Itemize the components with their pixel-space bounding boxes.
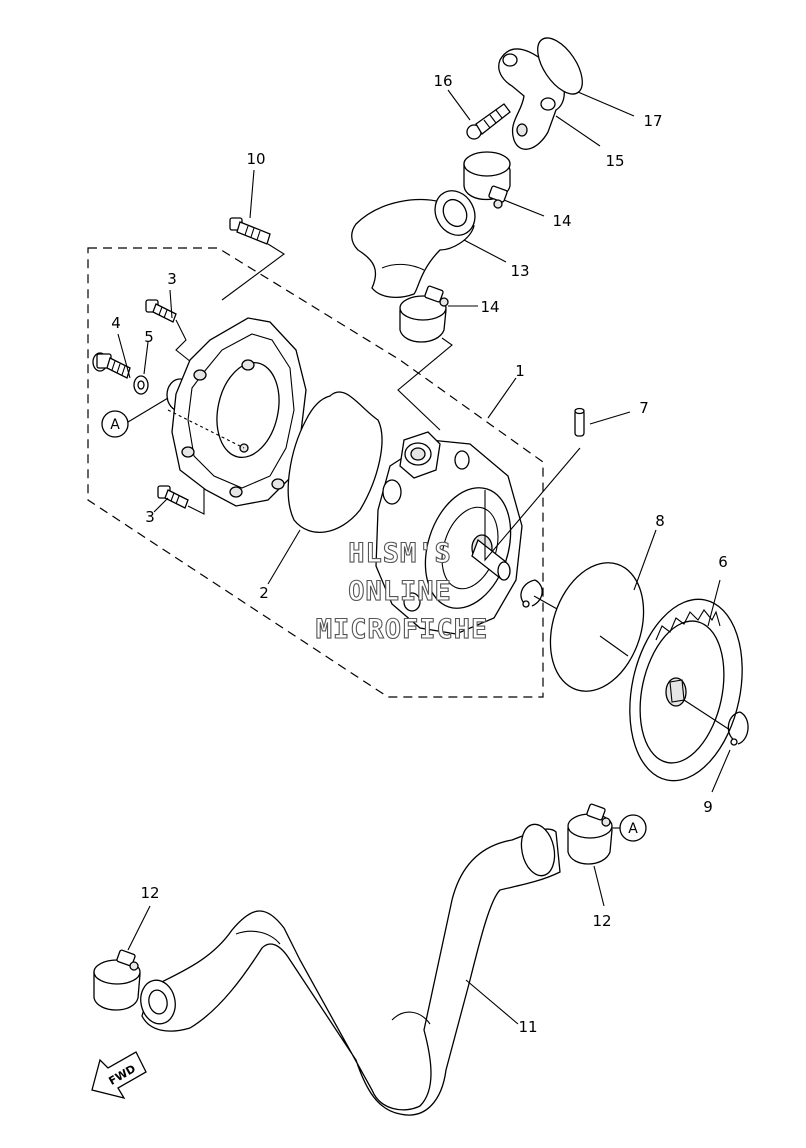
clamp-14-upper	[463, 151, 545, 217]
pump-housing-1	[375, 337, 581, 635]
clamp-12-left	[93, 905, 151, 1011]
clamp-12-right	[567, 803, 622, 907]
pin-7	[574, 407, 631, 437]
callout-9: 9	[703, 798, 713, 816]
bolt-16	[447, 89, 511, 140]
ref-label-a-right: A	[628, 821, 638, 837]
callout-1: 1	[515, 362, 525, 380]
bolt-4	[92, 352, 131, 379]
callout-12-right: 12	[592, 912, 611, 930]
bolt-10	[221, 217, 285, 301]
oring-8	[549, 562, 645, 692]
callout-11: 11	[518, 1018, 537, 1036]
washer-5	[133, 375, 149, 395]
hose-11	[140, 823, 561, 1116]
assembly-boundary	[87, 247, 544, 698]
watermark-line-3: MICROFICHE	[316, 614, 489, 645]
callout-8: 8	[655, 512, 665, 530]
callout-7: 7	[639, 399, 649, 417]
callout-14-lower: 14	[480, 298, 499, 316]
clamp-14-lower	[399, 285, 478, 343]
callout-13: 13	[510, 262, 529, 280]
impeller-gear-6	[629, 579, 743, 782]
callout-17: 17	[643, 112, 662, 130]
callout-16: 16	[433, 72, 452, 90]
ref-label-a-left: A	[110, 417, 120, 433]
gasket-2	[287, 391, 383, 533]
callout-5: 5	[144, 328, 154, 346]
callout-12-left: 12	[140, 884, 159, 902]
callout-3-lower: 3	[145, 508, 155, 526]
watermark-line-1: HLSM'S	[348, 538, 452, 569]
callout-4: 4	[111, 314, 121, 332]
callout-14-upper: 14	[552, 212, 571, 230]
hose-13	[351, 190, 507, 299]
callout-3-upper: 3	[167, 270, 177, 288]
pump-cover	[167, 317, 307, 507]
ref-circle-a-right	[619, 814, 647, 842]
callout-10: 10	[246, 150, 265, 168]
callout-2: 2	[259, 584, 269, 602]
fwd-arrow: FWD	[91, 1051, 147, 1100]
circlip-9	[711, 711, 749, 793]
callout-6: 6	[718, 553, 728, 571]
bolt-3-lower	[157, 484, 205, 515]
ref-circle-a-left	[101, 410, 129, 438]
callout-15: 15	[605, 152, 624, 170]
bolt-3-upper	[145, 299, 197, 367]
watermark-line-2: ONLINE	[348, 576, 452, 607]
